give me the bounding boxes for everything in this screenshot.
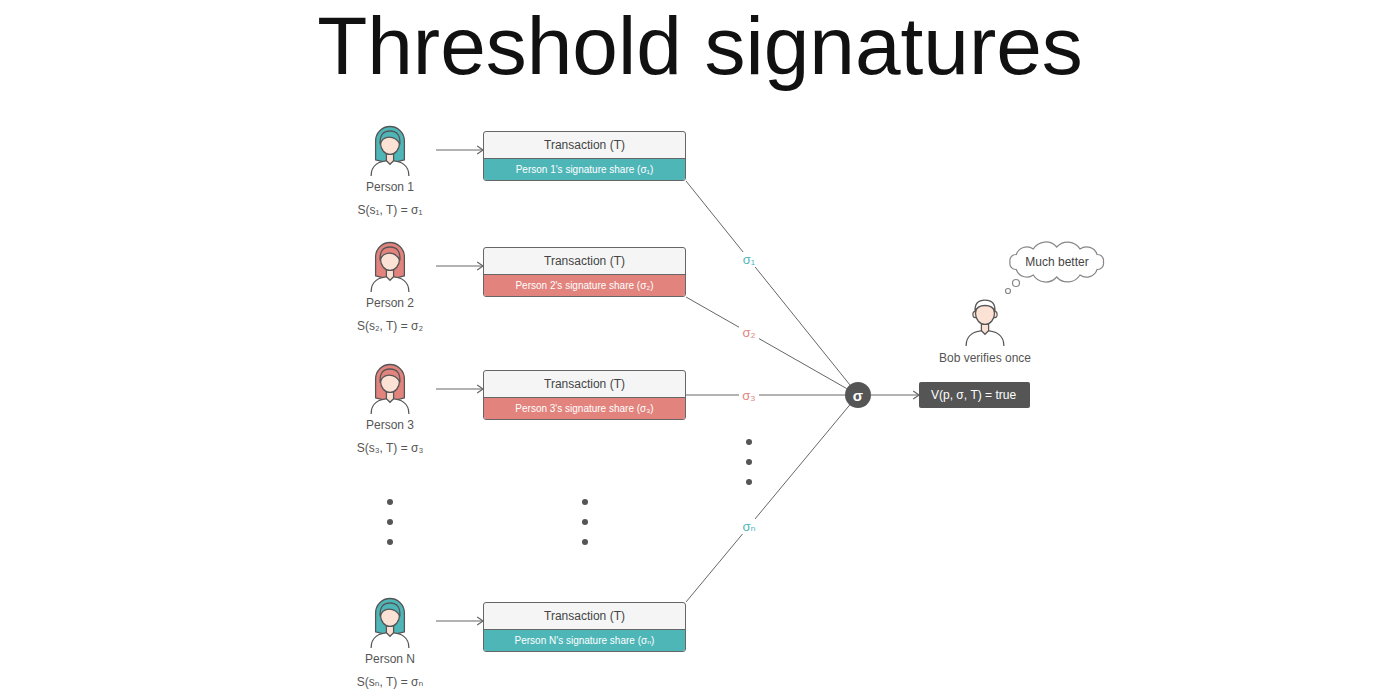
thought-cloud: Much better bbox=[1003, 240, 1110, 284]
connector bbox=[436, 262, 483, 270]
transaction-box: Transaction (T)Person 3's signature shar… bbox=[483, 370, 686, 420]
person-figure: Person 1 S(s₁, T) = σ₁ bbox=[344, 122, 436, 217]
caption-label: Bob verifies once bbox=[939, 351, 1031, 365]
signature-share: Person 2's signature share (σ₂) bbox=[484, 275, 685, 296]
aggregate-circle: σ bbox=[845, 382, 871, 408]
connector bbox=[686, 181, 850, 385]
transaction-label: Transaction (T) bbox=[484, 603, 685, 630]
connector bbox=[871, 391, 919, 399]
transaction-box: Transaction (T)Person 2's signature shar… bbox=[483, 247, 686, 297]
person-name: Person 1 bbox=[344, 180, 436, 194]
connector-line bbox=[871, 395, 919, 396]
connector-line bbox=[686, 405, 850, 602]
transaction-label: Transaction (T) bbox=[484, 132, 685, 159]
thought-text: Much better bbox=[1025, 255, 1088, 269]
person-name: Person 2 bbox=[344, 296, 436, 310]
verifier-icon bbox=[966, 300, 1004, 346]
person-name: Person N bbox=[344, 652, 436, 666]
transaction-label: Transaction (T) bbox=[484, 248, 685, 275]
thought-trail bbox=[1006, 280, 1020, 294]
person-figure: Person 2 S(s₂, T) = σ₂ bbox=[344, 238, 436, 333]
person-icon bbox=[371, 365, 409, 415]
edge-label: σ₂ bbox=[739, 325, 758, 340]
person-name: Person 3 bbox=[344, 418, 436, 432]
connector bbox=[686, 297, 847, 389]
diagram-title: Threshold signatures bbox=[0, 0, 1400, 92]
ellipsis-dots bbox=[387, 439, 752, 545]
connector-line bbox=[686, 395, 845, 396]
signature-share: Person 3's signature share (σ₃) bbox=[484, 398, 685, 419]
person-icon bbox=[371, 243, 409, 293]
transaction-box: Transaction (T)Person N's signature shar… bbox=[483, 602, 686, 652]
person-icon bbox=[371, 127, 409, 177]
connector bbox=[436, 146, 483, 154]
connector-line bbox=[436, 621, 483, 622]
connector bbox=[436, 385, 483, 393]
person-icon bbox=[371, 599, 409, 649]
transaction-box: Transaction (T)Person 1's signature shar… bbox=[483, 131, 686, 181]
connector-line bbox=[686, 181, 850, 385]
person-figure: Person N S(sₙ, T) = σₙ bbox=[344, 594, 436, 689]
transaction-label: Transaction (T) bbox=[484, 371, 685, 398]
sign-formula: S(s₃, T) = σ₃ bbox=[344, 441, 436, 455]
edge-label: σₙ bbox=[739, 519, 758, 534]
sign-formula: S(sₙ, T) = σₙ bbox=[344, 675, 436, 689]
sign-formula: S(s₂, T) = σ₂ bbox=[344, 319, 436, 333]
signature-share: Person 1's signature share (σ₁) bbox=[484, 159, 685, 180]
connector-line bbox=[686, 297, 847, 389]
connector bbox=[686, 405, 850, 602]
edge-label: σ₁ bbox=[740, 252, 758, 267]
connector bbox=[686, 395, 845, 396]
connector-line bbox=[436, 389, 483, 390]
person-figure: Person 3 S(s₃, T) = σ₃ bbox=[344, 360, 436, 455]
connector bbox=[436, 617, 483, 625]
connector-line bbox=[436, 266, 483, 267]
connector-line bbox=[436, 150, 483, 151]
edge-label: σ₃ bbox=[739, 388, 758, 403]
verify-box: V(p, σ, T) = true bbox=[919, 382, 1030, 408]
sign-formula: S(s₁, T) = σ₁ bbox=[344, 203, 436, 217]
signature-share: Person N's signature share (σₙ) bbox=[484, 630, 685, 651]
aggregate-symbol: σ bbox=[853, 388, 863, 403]
cloud-shape bbox=[1010, 242, 1104, 282]
verify-formula: V(p, σ, T) = true bbox=[931, 388, 1018, 402]
